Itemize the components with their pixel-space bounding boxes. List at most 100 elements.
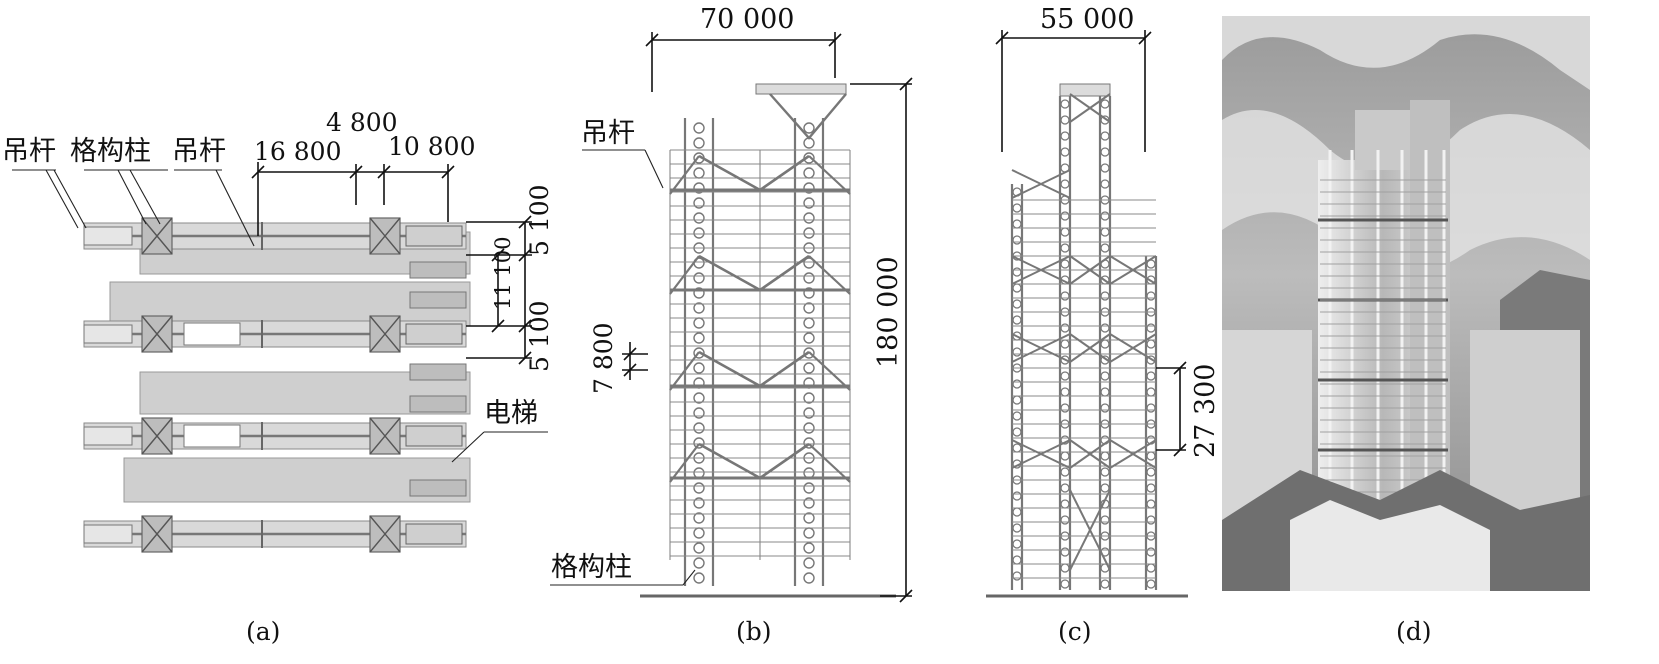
x-brace bbox=[1109, 255, 1157, 285]
caption-c: (c) bbox=[1058, 617, 1092, 646]
lattice-node bbox=[1012, 379, 1022, 389]
caption-d: (d) bbox=[1396, 617, 1432, 646]
lattice-node bbox=[803, 272, 815, 284]
dim-10800: 10 800 bbox=[388, 132, 475, 161]
label-elevator: 电梯 bbox=[484, 398, 538, 429]
lattice-node bbox=[803, 332, 815, 344]
lattice-node bbox=[693, 182, 705, 194]
lattice-node bbox=[693, 362, 705, 374]
lattice-node bbox=[1100, 291, 1110, 301]
lattice-node bbox=[803, 482, 815, 494]
lattice-node bbox=[803, 227, 815, 239]
lattice-node bbox=[1060, 243, 1070, 253]
lattice-node bbox=[1012, 283, 1022, 293]
x-brace bbox=[1109, 439, 1157, 469]
dim-truss-27300: 27 300 bbox=[1190, 364, 1221, 458]
lattice-node bbox=[1100, 355, 1110, 365]
lattice-node bbox=[1012, 523, 1022, 533]
roof-deck bbox=[1059, 83, 1111, 97]
lattice-node bbox=[803, 542, 815, 554]
lattice-column bbox=[369, 515, 401, 553]
lattice-node bbox=[803, 212, 815, 224]
lattice-node bbox=[1012, 411, 1022, 421]
lattice-node bbox=[1100, 515, 1110, 525]
lattice-node bbox=[803, 497, 815, 509]
lattice-node bbox=[1146, 339, 1156, 349]
lattice-node bbox=[1060, 131, 1070, 141]
lattice-node bbox=[1060, 547, 1070, 557]
lattice-node bbox=[1012, 539, 1022, 549]
lattice-node bbox=[693, 137, 705, 149]
panel-d-building-photo: (d) bbox=[1222, 16, 1590, 646]
lattice-node bbox=[1100, 147, 1110, 157]
lattice-node bbox=[1012, 443, 1022, 453]
lattice-node bbox=[1060, 291, 1070, 301]
lattice-node bbox=[1146, 547, 1156, 557]
elevator-core bbox=[405, 323, 463, 345]
dim-5100-bottom: 5 100 bbox=[525, 300, 554, 372]
panel-b-front-elevation: 70 000 180 000 7 800 吊杆 格构柱 (b) bbox=[550, 4, 913, 646]
lattice-node bbox=[693, 392, 705, 404]
lattice-node bbox=[1146, 403, 1156, 413]
lattice-node bbox=[1060, 323, 1070, 333]
lattice-node bbox=[1100, 163, 1110, 173]
lattice-node bbox=[803, 437, 815, 449]
x-brace bbox=[1011, 333, 1071, 363]
dim-5100-top: 5 100 bbox=[525, 184, 554, 256]
lattice-node bbox=[1146, 563, 1156, 573]
lattice-node bbox=[1060, 403, 1070, 413]
lattice-node bbox=[803, 572, 815, 584]
lattice-node bbox=[693, 122, 705, 134]
lattice-node bbox=[693, 197, 705, 209]
lattice-node bbox=[803, 422, 815, 434]
lattice-node bbox=[1012, 267, 1022, 277]
lattice-node bbox=[1012, 203, 1022, 213]
lattice-node bbox=[1012, 507, 1022, 517]
lattice-node bbox=[1060, 179, 1070, 189]
lattice-node bbox=[1060, 515, 1070, 525]
lattice-node bbox=[1100, 403, 1110, 413]
suspension-truss bbox=[669, 442, 851, 483]
lattice-node bbox=[803, 317, 815, 329]
panel-a-floor-plan: 吊杆 格构柱 吊杆 电梯 4 800 16 800 10 800 5 100 1… bbox=[2, 108, 554, 646]
lattice-node bbox=[1146, 323, 1156, 333]
lattice-node bbox=[1060, 227, 1070, 237]
dim-story-7800: 7 800 bbox=[589, 322, 618, 394]
x-brace bbox=[1011, 169, 1071, 199]
lattice-node bbox=[1100, 483, 1110, 493]
lattice-column bbox=[369, 417, 401, 455]
lattice-node bbox=[1100, 227, 1110, 237]
lattice-node bbox=[803, 347, 815, 359]
lattice-node bbox=[1146, 387, 1156, 397]
floor-opening bbox=[183, 322, 241, 346]
lattice-node bbox=[693, 167, 705, 179]
dim-width-70000: 70 000 bbox=[700, 4, 794, 35]
lattice-node bbox=[1060, 579, 1070, 589]
lattice-node bbox=[1100, 451, 1110, 461]
dim-width-55000: 55 000 bbox=[1040, 4, 1134, 35]
lattice-node bbox=[693, 542, 705, 554]
lattice-node bbox=[693, 497, 705, 509]
lattice-node bbox=[1146, 515, 1156, 525]
roof-deck bbox=[755, 83, 847, 95]
lattice-node bbox=[693, 227, 705, 239]
lattice-node bbox=[1100, 99, 1110, 109]
suspension-truss bbox=[669, 154, 851, 195]
lattice-node bbox=[1100, 115, 1110, 125]
lattice-node bbox=[1060, 147, 1070, 157]
lattice-node bbox=[693, 407, 705, 419]
hanger-bay bbox=[83, 226, 133, 246]
lattice-node bbox=[693, 347, 705, 359]
dim-4800: 4 800 bbox=[326, 108, 398, 137]
lattice-node bbox=[1012, 427, 1022, 437]
lattice-column bbox=[141, 315, 173, 353]
elevator-shaft bbox=[409, 479, 467, 497]
lattice-column bbox=[369, 315, 401, 353]
lattice-column bbox=[141, 515, 173, 553]
lattice-node bbox=[693, 527, 705, 539]
elevation-b-drawing bbox=[640, 83, 896, 598]
plan-dimensions bbox=[251, 162, 532, 365]
lattice-node bbox=[693, 572, 705, 584]
floor-opening bbox=[183, 424, 241, 448]
